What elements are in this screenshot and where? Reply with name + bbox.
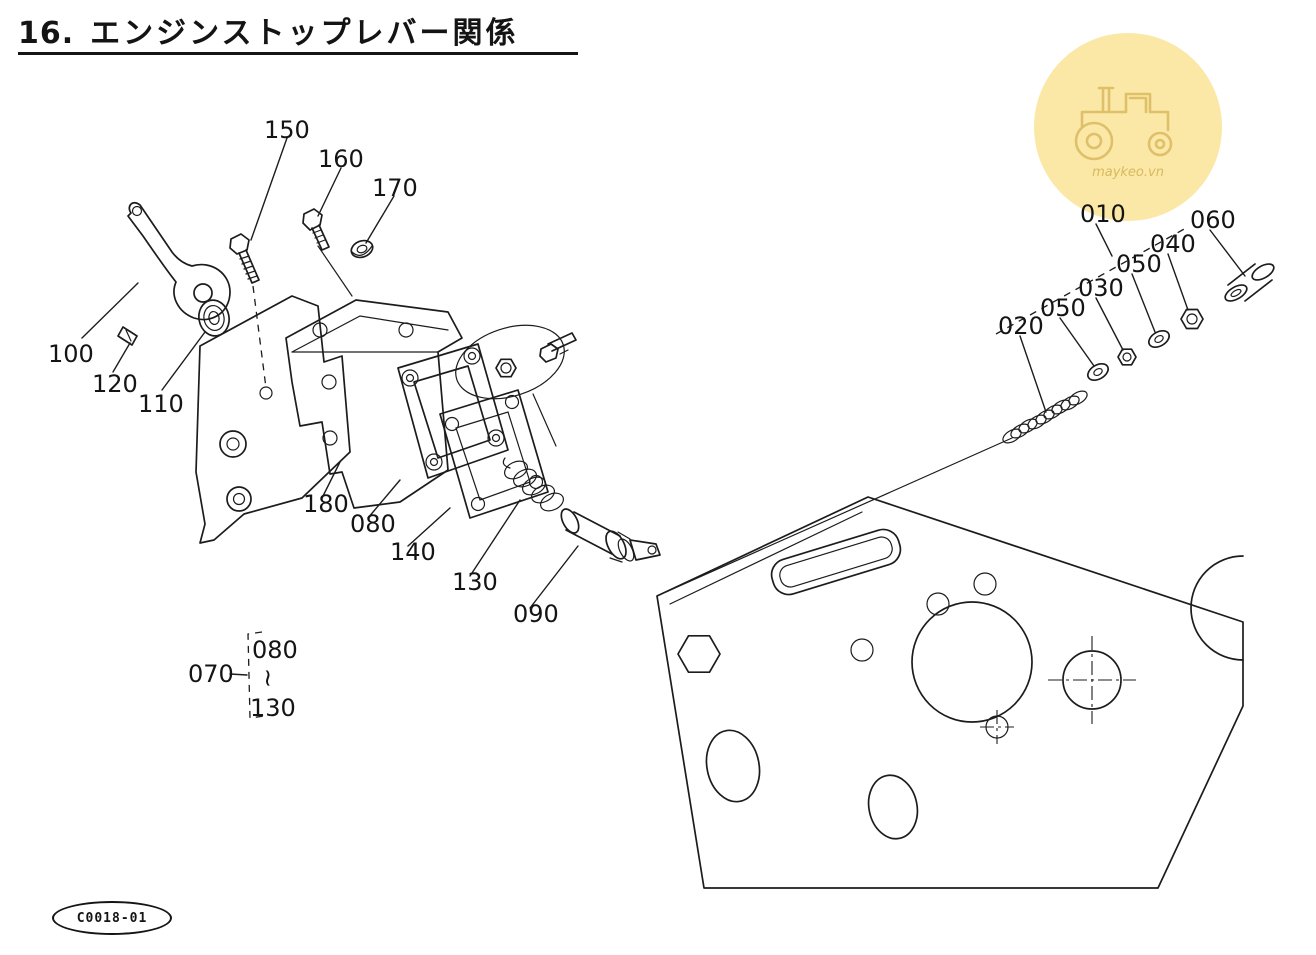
part-label-040: 040 — [1150, 230, 1196, 258]
part-spring-130 — [502, 457, 564, 512]
range-label-130: 130 — [250, 694, 296, 722]
part-label-140: 140 — [390, 538, 436, 566]
part-label-150: 150 — [264, 116, 310, 144]
drawing-code-stamp: C0018-01 — [52, 901, 172, 935]
part-label-020: 020 — [998, 312, 1044, 340]
part-collar-060 — [1224, 263, 1275, 302]
tractor-icon — [1074, 86, 1173, 161]
part-label-160: 160 — [318, 145, 364, 173]
part-plate-180 — [195, 295, 351, 544]
part-lever-100 — [127, 201, 231, 321]
part-spring-020 — [1002, 390, 1088, 444]
part-label-180: 180 — [303, 490, 349, 518]
range-label-080: 080 — [252, 636, 298, 664]
engine-block — [656, 496, 1244, 889]
block-top-slot — [770, 528, 902, 596]
part-label-030: 030 — [1078, 274, 1124, 302]
part-label-080: 080 — [350, 510, 396, 538]
part-label-100: 100 — [48, 340, 94, 368]
leader-lines — [81, 137, 1246, 609]
part-label-060: 060 — [1190, 206, 1236, 234]
part-label-130: 130 — [452, 568, 498, 596]
block-side-bore — [1062, 650, 1122, 710]
part-pin-120 — [117, 326, 138, 346]
part-label-170: 170 — [372, 174, 418, 202]
part-housing-080 — [285, 299, 577, 509]
range-squiggle: ~ — [254, 668, 282, 688]
part-label-090: 090 — [513, 600, 559, 628]
part-label-010: 010 — [1080, 200, 1126, 228]
assembly-axis-010 — [995, 227, 1187, 335]
block-large-bore — [911, 601, 1033, 723]
part-shaft-090 — [560, 508, 661, 563]
section-number: 16. — [18, 16, 75, 51]
part-label-070: 070 — [188, 660, 234, 688]
part-label-120: 120 — [92, 370, 138, 398]
part-bolt-150 — [229, 233, 260, 284]
part-washer-170 — [350, 239, 374, 259]
part-washer-050-a — [1087, 362, 1109, 382]
watermark-logo: maykeo.vn — [1034, 33, 1222, 221]
title-rule — [18, 52, 578, 55]
part-label-050a: 050 — [1040, 294, 1086, 322]
part-bolt-160 — [302, 208, 330, 251]
watermark-text: maykeo.vn — [1092, 165, 1164, 180]
bolt-axis-dashed — [252, 285, 267, 389]
drawing-code: C0018-01 — [76, 910, 148, 926]
part-label-110: 110 — [138, 390, 184, 418]
part-labels: 150 160 170 100 120 110 180 080 140 130 … — [48, 116, 1236, 722]
part-washer-050-b — [1148, 329, 1170, 349]
watermark-circle — [1034, 33, 1222, 221]
part-nut-040 — [1180, 308, 1204, 330]
fastener-callout-oval — [455, 324, 577, 400]
part-gasket-140 — [439, 389, 549, 519]
assembly-mount-line — [665, 437, 1013, 593]
section-title: エンジンストップレバー関係 — [90, 16, 519, 51]
part-label-050b: 050 — [1116, 250, 1162, 278]
page-title: 16. エンジンストップレバー関係 — [18, 8, 519, 52]
part-nut-030 — [1117, 348, 1137, 366]
block-hex-hole — [677, 634, 721, 674]
range-bracket-070 — [229, 631, 265, 719]
